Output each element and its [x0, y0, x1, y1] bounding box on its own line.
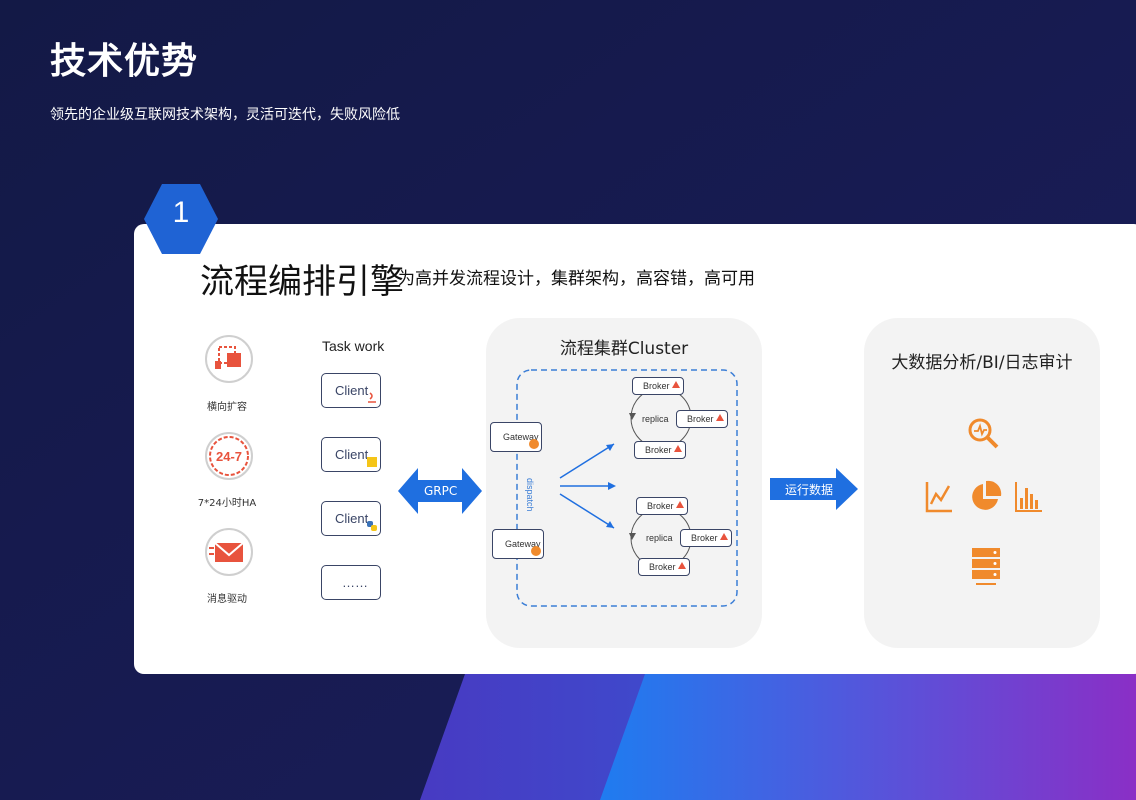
feature-label-message: 消息驱动 [207, 594, 247, 605]
pie-chart-icon [972, 480, 1002, 510]
bi-panel [864, 318, 1100, 648]
broker-label: Broker [643, 381, 670, 391]
magnifier-chart-icon [968, 418, 999, 449]
broker-icon [678, 562, 686, 569]
task-work-title: Task work [322, 338, 385, 354]
replica-label: replica [646, 533, 673, 543]
gateway-label: Gateway [505, 539, 541, 549]
gear-icon [531, 546, 541, 556]
broker-node: Broker [632, 377, 684, 395]
bi-title: 大数据分析/BI/日志审计 [891, 353, 1073, 373]
svg-text:24-7: 24-7 [216, 449, 242, 464]
broker-icon [674, 445, 682, 452]
client-more: …… [321, 565, 381, 600]
broker-node: Broker [680, 529, 732, 547]
section-title: 流程编排引擎 [200, 262, 404, 302]
broker-label: Broker [691, 533, 718, 543]
broker-label: Broker [647, 501, 674, 511]
client-java: Client [321, 373, 381, 408]
feature-label-scale: 横向扩容 [207, 402, 247, 413]
broker-node: Broker [638, 558, 690, 576]
broker-node: Broker [636, 497, 688, 515]
client-python: Client [321, 501, 381, 536]
gateway-node: Gateway [492, 529, 544, 559]
broker-icon [720, 533, 728, 540]
24-7-icon: 24-7 [205, 432, 253, 480]
page-subtitle: 领先的企业级互联网技术架构，灵活可迭代，失败风险低 [50, 107, 400, 123]
dispatch-label: dispatch [525, 478, 535, 512]
python-icon [367, 521, 377, 531]
broker-icon [716, 414, 724, 421]
broker-node: Broker [676, 410, 728, 428]
grpc-label: GRPC [424, 484, 458, 498]
number-badge [144, 184, 218, 254]
feature-label-ha: 7*24小时HA [197, 498, 257, 509]
line-chart-icon [925, 482, 952, 513]
broker-icon [672, 381, 680, 388]
broker-label: Broker [649, 562, 676, 572]
server-icon [972, 548, 1000, 585]
gear-icon [529, 439, 539, 449]
client-js: Client [321, 437, 381, 472]
cluster-panel [486, 318, 762, 648]
broker-label: Broker [645, 445, 672, 455]
run-data-arrow [770, 468, 858, 510]
broker-label: Broker [687, 414, 714, 424]
page-title: 技术优势 [50, 41, 199, 82]
cluster-title: 流程集群Cluster [559, 339, 689, 359]
client-label: Client [335, 447, 369, 462]
client-label: …… [342, 575, 368, 590]
client-label: Client [335, 511, 369, 526]
gateway-label: Gateway [503, 432, 539, 442]
gateway-node: Gateway [490, 422, 542, 452]
mail-icon [205, 528, 253, 576]
section-description: 为高并发流程设计，集群架构，高容错，高可用 [398, 269, 755, 289]
client-label: Client [335, 383, 369, 398]
js-icon [367, 457, 377, 467]
broker-icon [676, 501, 684, 508]
bar-chart-icon [1015, 482, 1042, 512]
number-badge-text: 1 [172, 196, 190, 229]
broker-node: Broker [634, 441, 686, 459]
scale-out-icon [205, 335, 253, 383]
run-data-label: 运行数据 [785, 483, 834, 497]
java-icon [368, 392, 376, 403]
grpc-arrow [398, 468, 482, 514]
replica-label: replica [642, 414, 669, 424]
